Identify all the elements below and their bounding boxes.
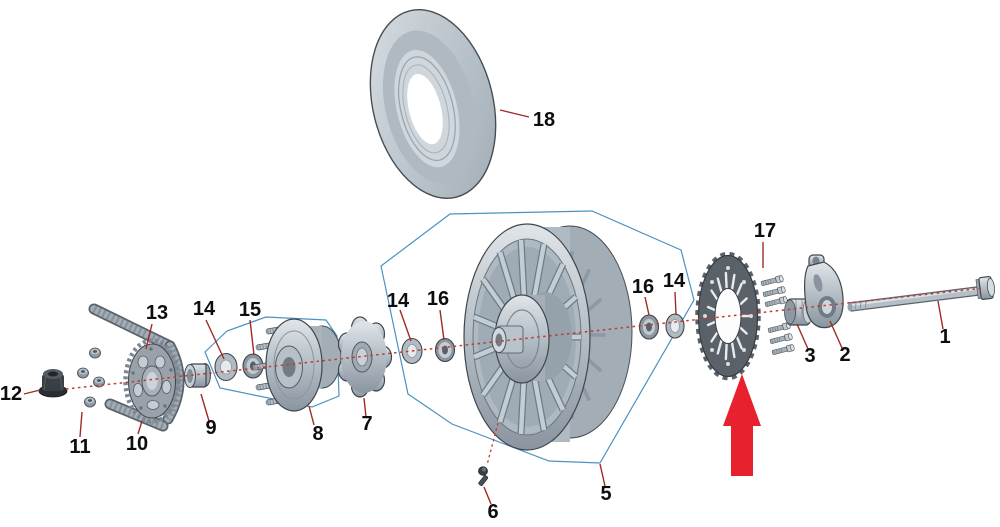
spacer-bushing	[784, 298, 814, 326]
brake-caliper-bracket	[804, 254, 844, 329]
valve-stem	[478, 422, 499, 486]
axle-bolt-head	[975, 275, 996, 301]
hub-group-outline	[204, 316, 340, 408]
leader-lines	[23, 109, 944, 505]
sprocket-hub	[251, 318, 342, 412]
callout-5: 5	[600, 483, 611, 505]
callout-3: 3	[804, 345, 815, 367]
cush-drive-carrier	[337, 316, 393, 398]
callout-14-left: 14	[193, 298, 216, 320]
callout-16-right: 16	[632, 276, 654, 298]
callout-2: 2	[839, 344, 850, 366]
seal-ring-right	[665, 313, 685, 339]
rear-sprocket	[123, 338, 181, 424]
callout-13: 13	[146, 302, 168, 324]
callout-11: 11	[69, 436, 90, 458]
callout-10: 10	[126, 433, 148, 455]
callout-15: 15	[239, 299, 261, 321]
callout-17: 17	[754, 220, 776, 242]
spacer-sleeve	[184, 363, 211, 388]
callout-6: 6	[487, 501, 498, 523]
callout-7: 7	[361, 413, 372, 435]
callout-18: 18	[533, 109, 555, 131]
callout-14-right: 14	[663, 270, 686, 292]
wheel-group-outline	[380, 210, 695, 464]
callout-9: 9	[205, 417, 216, 439]
axle-bolt	[847, 275, 996, 312]
callout-1: 1	[939, 326, 950, 348]
bearing-right	[638, 314, 660, 340]
callout-16-mid: 16	[427, 288, 449, 310]
bearing-mid	[434, 337, 456, 363]
highlight-arrow	[723, 374, 761, 476]
lock-nuts	[77, 347, 105, 408]
assembly-center-line	[65, 287, 985, 390]
callout-14-mid: 14	[387, 290, 410, 312]
callout-8: 8	[312, 423, 323, 445]
callout-labels: 1 2 3 5 6 7 8 9 10 11 12 13 14 15 14 16 …	[0, 109, 951, 523]
seal-ring-left	[214, 352, 238, 382]
callout-12: 12	[0, 383, 22, 405]
wheel-rim	[463, 223, 633, 451]
disc-slots	[706, 271, 750, 361]
axle-nut	[38, 369, 68, 398]
tire	[369, 9, 497, 199]
